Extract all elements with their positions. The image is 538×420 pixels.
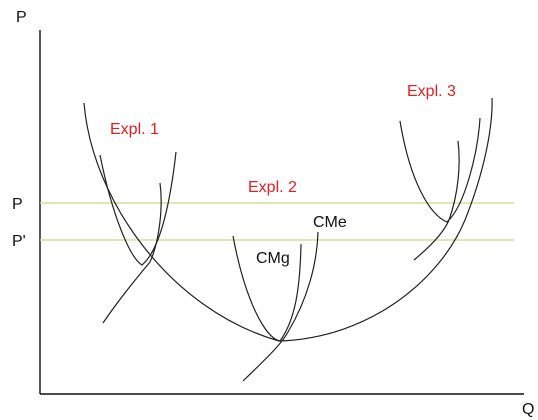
expl3-cmg-curve: [413, 140, 460, 261]
cme-label: CMe: [313, 214, 347, 231]
y-axis-label: P: [16, 9, 27, 26]
x-axis-label: Q: [522, 401, 534, 418]
long-run-cost-curve: [83, 97, 493, 342]
cmg-label: CMg: [256, 250, 290, 267]
expl1-cmg-curve: [102, 182, 162, 324]
expl2-cme-curve: [242, 231, 319, 382]
expl2-cmg-curve: [232, 235, 302, 342]
price-label-p: P: [12, 196, 23, 213]
expl1-cme-curve: [99, 151, 177, 266]
expl2-label: Expl. 2: [248, 179, 297, 196]
expl1-label: Expl. 1: [110, 121, 159, 138]
expl3-cme-curve: [399, 117, 481, 223]
expl3-label: Expl. 3: [407, 83, 456, 100]
price-label-p-prime: P': [12, 233, 26, 250]
